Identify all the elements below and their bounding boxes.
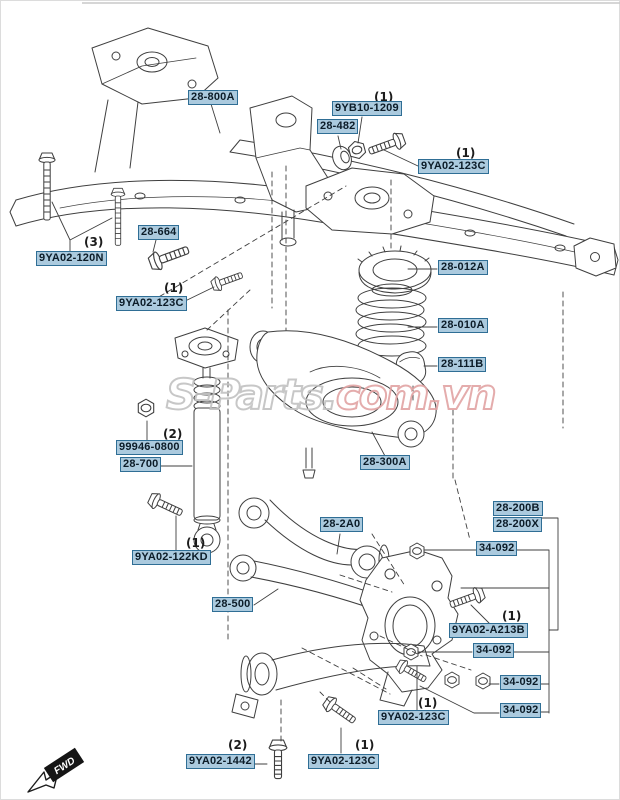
part-label-28-012A[interactable]: 28-012A xyxy=(438,260,488,275)
qty-99946-0800: (2) xyxy=(163,427,183,441)
part-label-9YA02-123C-bottom-right[interactable]: 9YA02-123C xyxy=(378,710,449,725)
part-label-28-700[interactable]: 28-700 xyxy=(120,457,162,472)
part-label-28-2A0[interactable]: 28-2A0 xyxy=(320,517,364,532)
part-label-9YA02-123C-bottom-center[interactable]: 9YA02-123C xyxy=(308,754,379,769)
part-label-9YA02-123C-left[interactable]: 9YA02-123C xyxy=(116,296,187,311)
fwd-arrow-icon: FWD xyxy=(27,747,85,793)
washer-28-482 xyxy=(332,145,352,171)
part-label-99946-0800[interactable]: 99946-0800 xyxy=(116,440,183,455)
part-label-28-482[interactable]: 28-482 xyxy=(317,119,359,134)
rear-subframe xyxy=(9,27,619,277)
part-label-34-092-3[interactable]: 34-092 xyxy=(500,675,542,690)
qty-9YA02-123C-bottom-center: (1) xyxy=(355,738,375,752)
part-label-28-200X[interactable]: 28-200X xyxy=(493,517,542,532)
coil-spring xyxy=(355,283,427,357)
qty-9YA02-122KD: (1) xyxy=(186,536,206,550)
alignment-dashes xyxy=(151,165,564,745)
part-label-28-500[interactable]: 28-500 xyxy=(212,597,254,612)
part-label-28-010A[interactable]: 28-010A xyxy=(438,318,488,333)
qty-9YA02-123C-left: (1) xyxy=(164,281,184,295)
part-label-9YA02-1442[interactable]: 9YA02-1442 xyxy=(186,754,255,769)
part-label-28-800A[interactable]: 28-800A xyxy=(188,90,238,105)
part-label-34-092-4[interactable]: 34-092 xyxy=(500,703,542,718)
shock-absorber xyxy=(174,327,239,554)
upper-arm xyxy=(238,497,390,579)
trailing-arm xyxy=(231,642,431,719)
fasteners xyxy=(38,130,491,780)
part-label-28-200B[interactable]: 28-200B xyxy=(493,501,543,516)
part-label-28-300A[interactable]: 28-300A xyxy=(360,455,410,470)
qty-9YA02-120N: (3) xyxy=(84,235,104,249)
part-label-34-092-1[interactable]: 34-092 xyxy=(476,541,518,556)
part-label-9YA02-122KD[interactable]: 9YA02-122KD xyxy=(132,550,211,565)
part-label-9YA02-120N[interactable]: 9YA02-120N xyxy=(36,251,107,266)
leader-lines xyxy=(51,103,559,765)
qty-9YA02-1442: (2) xyxy=(228,738,248,752)
qty-9YA02-123C-top: (1) xyxy=(456,146,476,160)
part-label-28-111B[interactable]: 28-111B xyxy=(438,357,487,372)
part-label-9YA02-A213B[interactable]: 9YA02-A213B xyxy=(449,623,528,638)
qty-9YA02-123C-bottom-right: (1) xyxy=(418,696,438,710)
part-label-34-092-2[interactable]: 34-092 xyxy=(473,643,515,658)
rear-knuckle xyxy=(359,549,459,707)
lower-control-arm xyxy=(249,330,437,479)
spring-seat xyxy=(357,245,432,294)
qty-9YB10-1209: (1) xyxy=(374,90,394,104)
part-label-9YA02-123C-top[interactable]: 9YA02-123C xyxy=(418,159,489,174)
part-label-28-664[interactable]: 28-664 xyxy=(138,225,180,240)
qty-9YA02-A213B: (1) xyxy=(502,609,522,623)
part-label-9YB10-1209[interactable]: 9YB10-1209 xyxy=(332,101,402,116)
